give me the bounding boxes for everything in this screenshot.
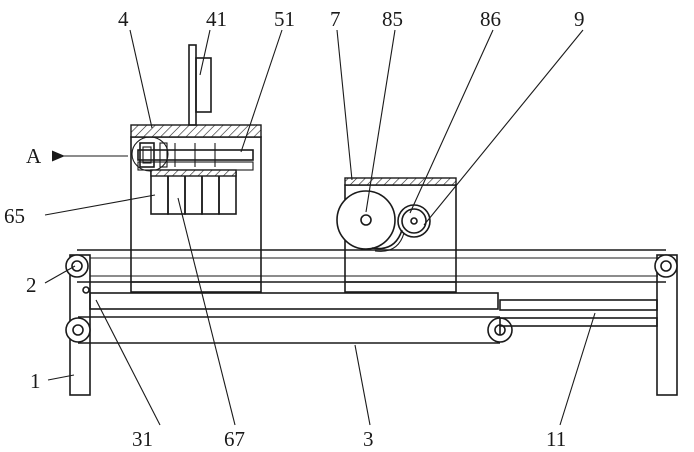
label-2: 2 xyxy=(26,273,37,297)
transmission-bar xyxy=(137,142,254,171)
lower-belt xyxy=(78,316,500,344)
labels: 4 41 51 7 85 86 9 A 65 2 1 31 67 3 11 xyxy=(4,7,585,451)
blade-modules xyxy=(150,169,237,215)
left-bottom-roller xyxy=(65,317,91,343)
label-4: 4 xyxy=(118,7,129,31)
right-top-roller xyxy=(654,254,678,278)
conveyor-belt xyxy=(77,249,666,283)
label-86: 86 xyxy=(480,7,501,31)
label-67: 67 xyxy=(224,427,245,451)
label-9: 9 xyxy=(574,7,585,31)
label-A: A xyxy=(26,144,42,168)
platform-plate xyxy=(82,286,499,310)
slide-rail xyxy=(499,299,658,335)
label-41: 41 xyxy=(206,7,227,31)
small-roller xyxy=(397,204,431,238)
left-top-roller xyxy=(65,254,89,278)
label-31: 31 xyxy=(132,427,153,451)
label-65: 65 xyxy=(4,204,25,228)
nip-wrap xyxy=(371,229,405,252)
label-7: 7 xyxy=(330,7,341,31)
vertical-cylinder xyxy=(188,44,212,126)
label-1: 1 xyxy=(30,369,41,393)
large-roller xyxy=(336,190,396,250)
label-11: 11 xyxy=(546,427,566,451)
label-3: 3 xyxy=(363,427,374,451)
label-51: 51 xyxy=(274,7,295,31)
label-85: 85 xyxy=(382,7,403,31)
detail-circle xyxy=(131,136,169,172)
leader-lines xyxy=(44,29,596,426)
